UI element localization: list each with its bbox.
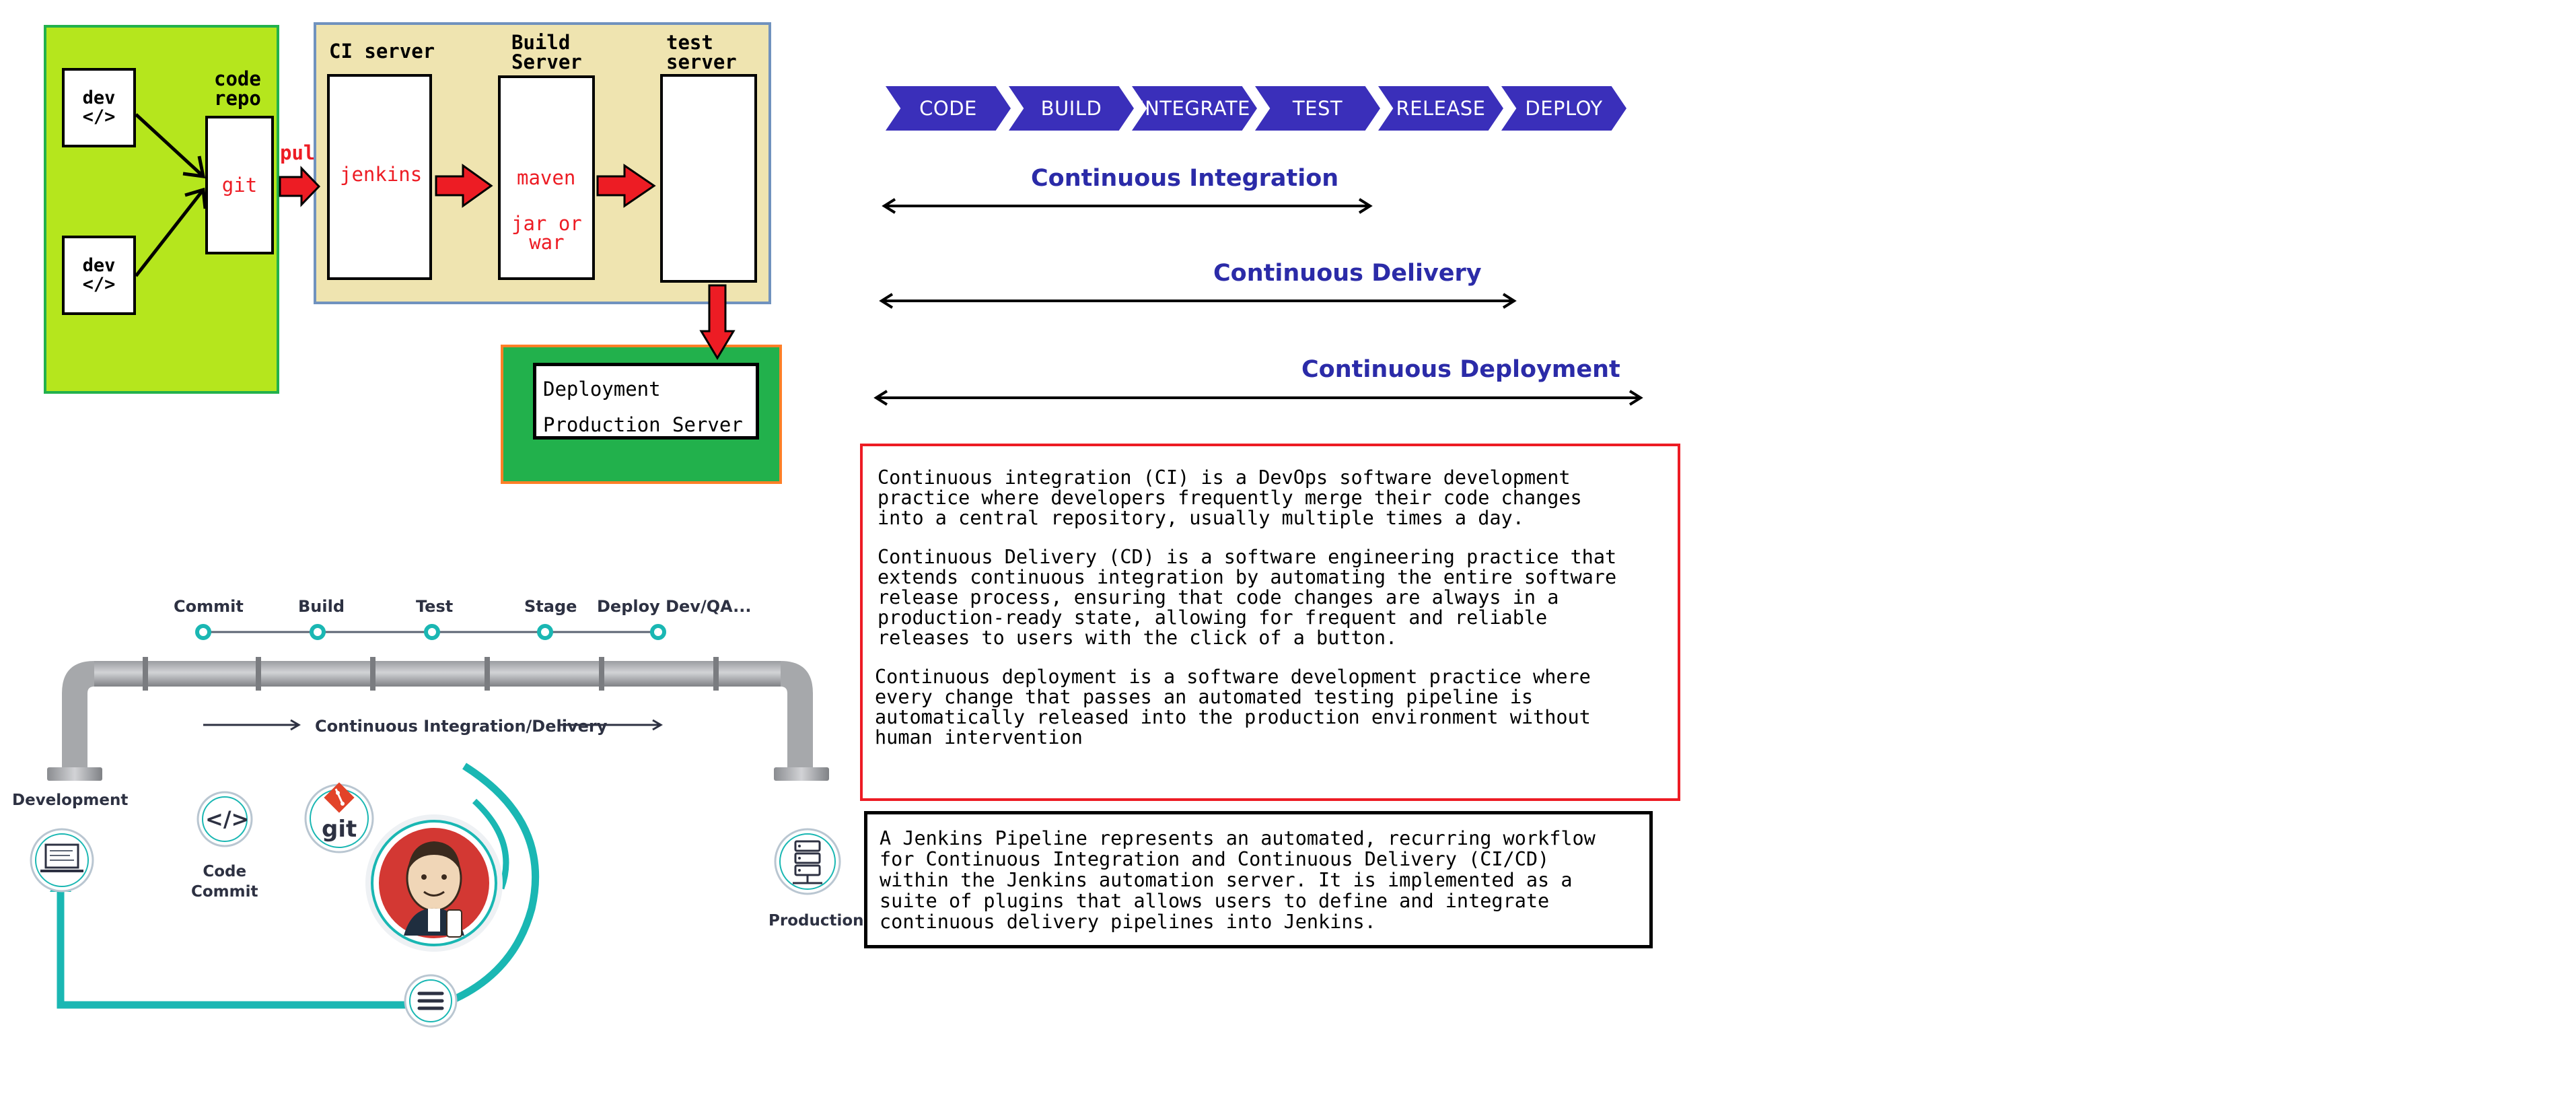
delivery-definition: Continuous Delivery (CD) is a software e…	[878, 546, 1617, 649]
ci-server-label: CI server	[329, 40, 435, 63]
teal-loop	[57, 763, 540, 1012]
build-output-label: jar or war	[511, 212, 582, 254]
jenkins-pipeline-box: A Jenkins Pipeline represents an automat…	[864, 811, 1653, 948]
stage-label-build: Build	[298, 597, 345, 616]
production-icon	[774, 828, 841, 895]
stage-label-stage: Stage	[524, 597, 577, 616]
continuous-integration-title: Continuous Integration	[1031, 165, 1339, 192]
stage-dot-build	[310, 624, 326, 640]
stage-code: CODE	[886, 86, 1011, 131]
continuous-deployment-title: Continuous Deployment	[1301, 356, 1620, 383]
stage-release: RELEASE	[1378, 86, 1503, 131]
test-server-box	[660, 74, 757, 283]
stage-label-test: Test	[416, 597, 454, 616]
stage-test: TEST	[1255, 86, 1380, 131]
stage-label-commit: Commit	[174, 597, 244, 616]
integration-span-arrow	[882, 198, 1373, 214]
pipe	[47, 657, 829, 781]
menu-icon	[404, 974, 458, 1028]
code-commit-icon	[196, 791, 253, 847]
code-commit-label: Code Commit	[191, 863, 258, 901]
jenkins-pipeline-illustration	[30, 624, 841, 1028]
stage-dot-commit	[195, 624, 211, 640]
stage-label-deploy: Deploy Dev/QA...	[597, 597, 752, 616]
development-label: Development	[12, 792, 129, 809]
stage-dot-deploy	[650, 624, 666, 640]
build-to-test-arrow	[596, 164, 656, 208]
stage-deploy: DEPLOY	[1501, 86, 1626, 131]
code-icon-glyph: </>	[205, 806, 250, 832]
code-repo-box: git	[205, 116, 274, 254]
deployment-definition: Continuous deployment is a software deve…	[875, 666, 1591, 748]
developer-box-2: dev </>	[62, 236, 136, 315]
deployment-span-arrow	[873, 390, 1643, 406]
build-server-box	[498, 75, 595, 280]
continuous-delivery-title: Continuous Delivery	[1213, 260, 1482, 287]
build-tool-label: maven	[517, 166, 576, 189]
practice-span-arrows	[873, 198, 1643, 406]
repo-tool-label: git	[221, 174, 258, 197]
stage-dot-stage	[537, 624, 553, 640]
ci-to-build-arrow	[435, 164, 493, 208]
production-server-box: Deployment Production Server	[533, 363, 759, 440]
developer-box-1: dev </>	[62, 68, 136, 147]
dev-to-repo-arrows	[135, 113, 207, 277]
code-repo-label: code repo	[214, 67, 261, 110]
jenkins-logo	[365, 814, 503, 952]
definitions-box: Continuous integration (CI) is a DevOps …	[860, 444, 1680, 801]
stage-build: BUILD	[1009, 86, 1134, 131]
test-server-label: test server	[666, 31, 737, 73]
production-label: Production	[768, 912, 864, 930]
production-server-label: Production Server	[543, 413, 743, 436]
development-icon	[30, 828, 94, 893]
ci-tool-label: jenkins	[340, 163, 423, 186]
ci-delivery-label: Continuous Integration/Delivery	[315, 717, 608, 736]
git-icon	[304, 782, 374, 853]
build-server-label: Build Server	[511, 31, 582, 73]
test-to-deploy-arrow	[699, 284, 736, 360]
git-label: git	[322, 816, 357, 843]
stage-timeline	[195, 624, 666, 640]
stage-integrate: INTEGRATE	[1132, 86, 1257, 131]
pull-arrow	[279, 166, 321, 207]
stage-dot-test	[424, 624, 440, 640]
flow-arrow	[203, 719, 663, 731]
pipeline-stages: CODE BUILD INTEGRATE TEST RELEASE DEPLOY	[886, 86, 1626, 131]
flow-arrows	[135, 113, 736, 360]
deployment-label: Deployment	[543, 378, 661, 400]
delivery-span-arrow	[879, 293, 1517, 309]
ci-server-box	[327, 74, 432, 280]
ci-definition: Continuous integration (CI) is a DevOps …	[878, 466, 1582, 529]
